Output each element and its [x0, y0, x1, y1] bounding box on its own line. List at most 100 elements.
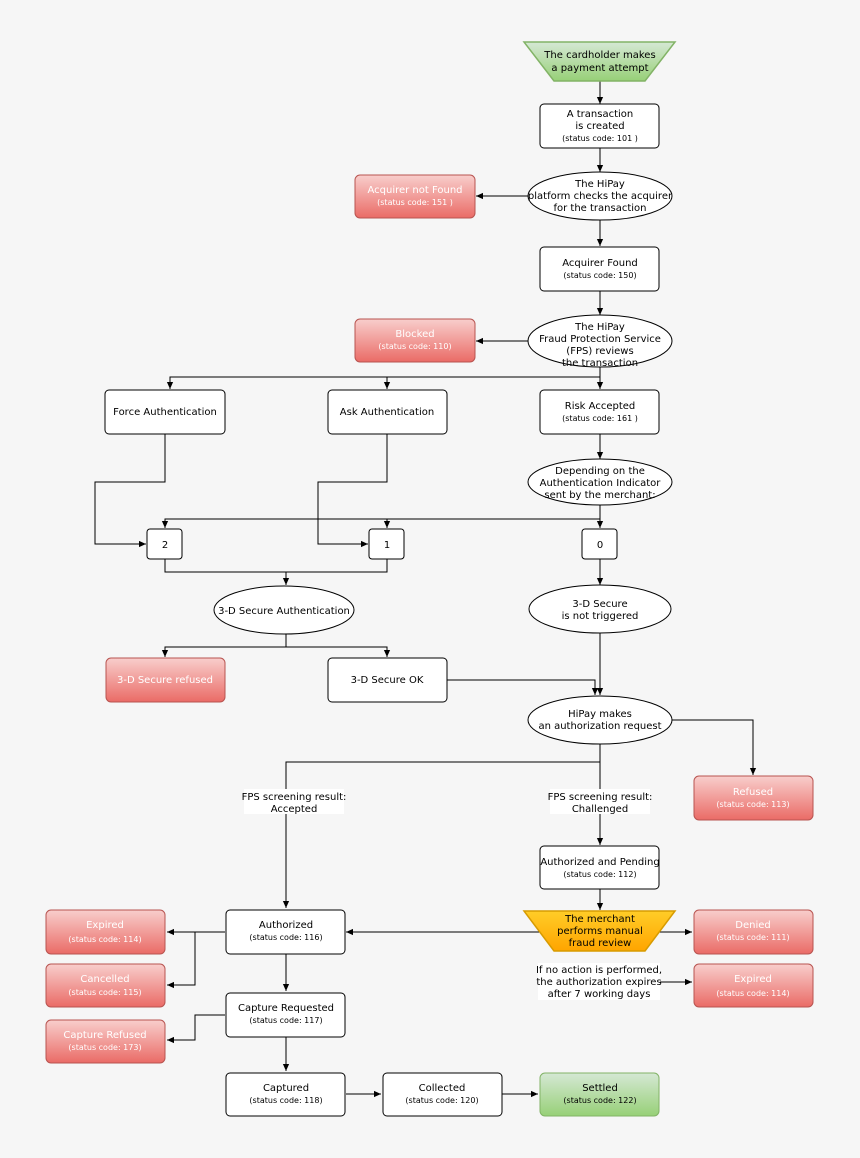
- cancelled-code: (status code: 115): [68, 988, 141, 997]
- no-action-line-3: after 7 working days: [548, 989, 651, 1000]
- authorized-pending-title: Authorized and Pending: [540, 857, 659, 868]
- start-node: The cardholder makes a payment attempt: [522, 41, 677, 82]
- capture-requested-title: Capture Requested: [238, 1003, 334, 1014]
- capture-refused-code: (status code: 173): [68, 1043, 141, 1052]
- secure-authentication-node: 3-D Secure Authentication: [213, 585, 355, 635]
- indicator-1-label: 1: [384, 540, 390, 551]
- indicator-1-node: 1: [368, 528, 405, 560]
- fps-accepted-line-2: Accepted: [271, 804, 318, 815]
- indicator-2-label: 2: [162, 540, 168, 551]
- secure-not-triggered-line-2: is not triggered: [562, 611, 639, 622]
- fps-review-line-1: The HiPay: [574, 322, 625, 333]
- capture-requested-code: (status code: 117): [249, 1016, 322, 1025]
- expired-right-title: Expired: [734, 974, 772, 985]
- transaction-created-node: A transaction is created (status code: 1…: [539, 103, 660, 149]
- authorized-pending-node: Authorized and Pending (status code: 112…: [539, 845, 660, 890]
- denied-title: Denied: [735, 920, 770, 931]
- transaction-created-line-1: A transaction: [567, 109, 634, 120]
- force-authentication-title: Force Authentication: [113, 407, 217, 418]
- authorized-code: (status code: 116): [249, 933, 322, 942]
- blocked-title: Blocked: [395, 329, 434, 340]
- auth-indicator-node: Depending on the Authentication Indicato…: [527, 458, 673, 506]
- blocked-code: (status code: 110): [378, 342, 451, 351]
- capture-refused-node: Capture Refused (status code: 173): [45, 1019, 166, 1064]
- expired-right-code: (status code: 114): [716, 989, 789, 998]
- cancelled-node: Cancelled (status code: 115): [45, 963, 166, 1008]
- refused-title: Refused: [733, 787, 773, 798]
- fps-review-node: The HiPay Fraud Protection Service (FPS)…: [527, 314, 673, 369]
- transaction-created-code: (status code: 101 ): [562, 134, 638, 143]
- manual-review-node: The merchant performs manual fraud revie…: [522, 910, 677, 952]
- check-acquirer-node: The HiPay platform checks the acquirer f…: [527, 171, 673, 221]
- captured-title: Captured: [263, 1083, 309, 1094]
- blocked-node: Blocked (status code: 110): [354, 318, 476, 363]
- settled-code: (status code: 122): [563, 1096, 636, 1105]
- ask-authentication-node: Ask Authentication: [327, 389, 448, 435]
- settled-title: Settled: [582, 1083, 618, 1094]
- manual-review-line-1: The merchant: [564, 914, 635, 925]
- ask-authentication-title: Ask Authentication: [340, 407, 434, 418]
- fps-accepted-line-1: FPS screening result:: [242, 792, 347, 803]
- collected-node: Collected (status code: 120): [382, 1072, 503, 1117]
- authorization-request-line-2: an authorization request: [538, 721, 661, 732]
- fps-challenged-line-2: Challenged: [572, 804, 628, 815]
- fps-review-line-3: (FPS) reviews: [566, 346, 633, 357]
- indicator-2-node: 2: [146, 528, 183, 560]
- force-authentication-node: Force Authentication: [104, 389, 226, 435]
- start-line-1: The cardholder makes: [543, 50, 655, 61]
- secure-ok-title: 3-D Secure OK: [351, 675, 424, 686]
- acquirer-not-found-code: (status code: 151 ): [377, 198, 453, 207]
- refused-code: (status code: 113): [716, 800, 789, 809]
- expired-right-node: Expired (status code: 114): [693, 963, 814, 1008]
- captured-node: Captured (status code: 118): [225, 1072, 346, 1117]
- authorized-pending-code: (status code: 112): [563, 870, 636, 879]
- indicator-0-node: 0: [581, 528, 618, 560]
- secure-not-triggered-line-1: 3-D Secure: [572, 599, 627, 610]
- connectors: [94, 81, 757, 1098]
- fps-challenged-label: FPS screening result: Challenged: [548, 789, 653, 815]
- settled-node: Settled (status code: 122): [539, 1072, 660, 1117]
- expired-left-code: (status code: 114): [68, 935, 141, 944]
- fps-review-line-2: Fraud Protection Service: [539, 334, 661, 345]
- secure-refused-title: 3-D Secure refused: [117, 675, 213, 686]
- secure-ok-node: 3-D Secure OK: [327, 657, 448, 703]
- captured-code: (status code: 118): [249, 1096, 322, 1105]
- fps-challenged-line-1: FPS screening result:: [548, 792, 653, 803]
- collected-code: (status code: 120): [405, 1096, 478, 1105]
- authorized-title: Authorized: [259, 920, 313, 931]
- expired-left-node: Expired (status code: 114): [45, 909, 166, 955]
- risk-accepted-node: Risk Accepted (status code: 161 ): [539, 389, 660, 435]
- check-acquirer-line-3: for the transaction: [553, 203, 646, 214]
- acquirer-found-title: Acquirer Found: [562, 258, 638, 269]
- auth-indicator-line-1: Depending on the: [555, 466, 645, 477]
- acquirer-not-found-node: Acquirer not Found (status code: 151 ): [354, 174, 476, 219]
- expired-left-title: Expired: [86, 920, 124, 931]
- no-action-label: If no action is performed, the authoriza…: [536, 963, 662, 1000]
- risk-accepted-code: (status code: 161 ): [562, 414, 638, 423]
- fps-review-line-4: the transaction: [562, 358, 638, 369]
- acquirer-found-code: (status code: 150): [563, 271, 636, 280]
- secure-not-triggered-node: 3-D Secure is not triggered: [528, 584, 672, 634]
- authorization-request-line-1: HiPay makes: [568, 709, 632, 720]
- manual-review-line-2: performs manual: [557, 926, 643, 937]
- acquirer-found-node: Acquirer Found (status code: 150): [539, 246, 660, 292]
- cancelled-title: Cancelled: [80, 974, 129, 985]
- refused-node: Refused (status code: 113): [693, 775, 814, 821]
- auth-indicator-line-2: Authentication Indicator: [540, 478, 662, 489]
- fps-accepted-label: FPS screening result: Accepted: [242, 789, 347, 815]
- check-acquirer-line-2: platform checks the acquirer: [528, 191, 673, 202]
- denied-node: Denied (status code: 111): [693, 909, 814, 955]
- indicator-0-label: 0: [597, 540, 603, 551]
- capture-refused-title: Capture Refused: [63, 1030, 146, 1041]
- auth-indicator-line-3: sent by the merchant:: [544, 490, 655, 501]
- risk-accepted-title: Risk Accepted: [565, 401, 636, 412]
- no-action-line-1: If no action is performed,: [536, 965, 662, 976]
- acquirer-not-found-title: Acquirer not Found: [367, 185, 462, 196]
- start-line-2: a payment attempt: [551, 63, 648, 74]
- secure-authentication-title: 3-D Secure Authentication: [218, 606, 350, 617]
- no-action-line-2: the authorization expires: [536, 977, 661, 988]
- secure-refused-node: 3-D Secure refused: [105, 657, 226, 703]
- transaction-created-line-2: is created: [575, 121, 624, 132]
- denied-code: (status code: 111): [716, 933, 789, 942]
